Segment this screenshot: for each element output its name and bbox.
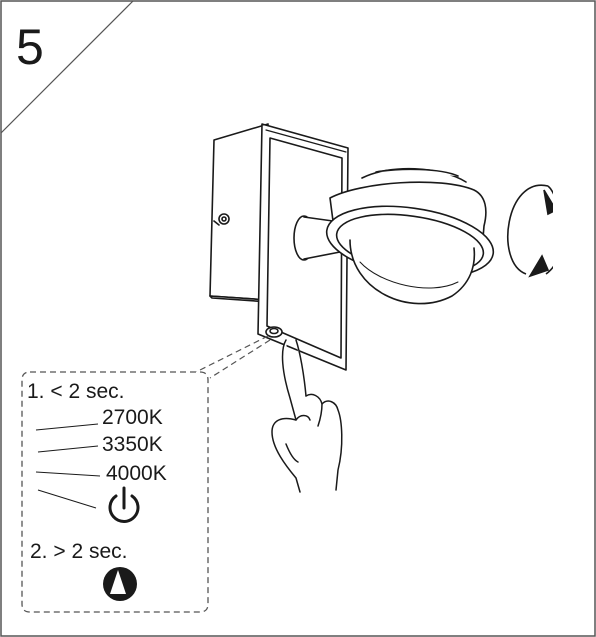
- wall-lamp-illustration: [209, 123, 495, 371]
- mode-pointer-line: [35, 423, 99, 431]
- dimming-icon: [103, 567, 137, 601]
- rotation-arrow-head-bottom: [528, 254, 550, 278]
- mode-4000k: 4000K: [106, 462, 167, 485]
- rotation-indicator: [507, 180, 593, 290]
- hand-pointer-icon: [271, 339, 343, 493]
- power-icon: [108, 486, 140, 523]
- short-press-label: 1. < 2 sec.: [27, 380, 124, 403]
- step-number: 5: [16, 19, 44, 75]
- callout-leader: [195, 335, 271, 379]
- mode-pointer-line: [37, 445, 99, 453]
- mode-pointer-line: [37, 489, 97, 509]
- mode-pointer-line: [35, 471, 101, 477]
- mode-2700k: 2700K: [102, 406, 163, 429]
- settings-callout: 1. < 2 sec. 2700K 3350K 4000K 2. > 2 sec…: [21, 371, 209, 613]
- step-corner-diagonal: [0, 0, 134, 134]
- long-press-label: 2. > 2 sec.: [30, 540, 127, 563]
- callout-frame: [21, 371, 209, 613]
- lamp-diffuser: [349, 239, 476, 305]
- mode-3350k: 3350K: [102, 433, 163, 456]
